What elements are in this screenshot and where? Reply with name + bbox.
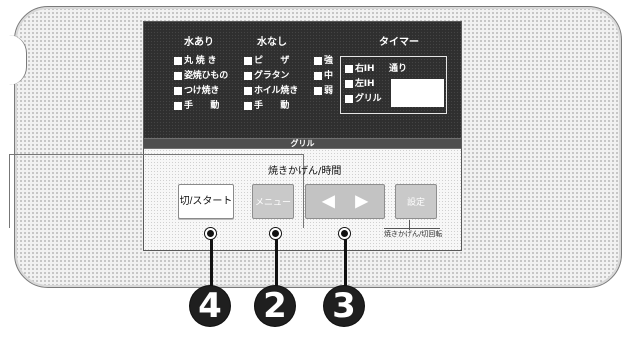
callout-pointer xyxy=(205,228,216,239)
water-item: 丸 焼 き xyxy=(174,56,216,66)
callout-badge: 2 xyxy=(255,286,295,326)
water-item-label: 手 動 xyxy=(184,101,220,111)
water-item: 手 動 xyxy=(174,101,219,111)
callout-badge: 4 xyxy=(190,286,230,326)
callout-badge: 3 xyxy=(324,286,364,326)
timer-header: タイマー xyxy=(379,37,419,48)
water-item-label: つけ焼き xyxy=(184,86,220,96)
no-water-item: グラタン xyxy=(244,71,289,81)
square-icon xyxy=(345,65,353,73)
timer-section-box xyxy=(340,56,447,114)
callout-leader-line xyxy=(210,235,213,289)
setting-sub-label: 焼きかげん/切回転 xyxy=(384,230,443,238)
timer-extra-label: 通り xyxy=(389,64,408,74)
time-adjust-button[interactable]: ◀ ▶ xyxy=(305,184,385,219)
square-icon xyxy=(244,72,252,80)
callout-leader-line xyxy=(275,235,278,289)
square-icon xyxy=(174,72,182,80)
heat-item-label: 弱 xyxy=(324,86,333,96)
square-icon xyxy=(244,87,252,95)
right-arrow-icon: ▶ xyxy=(355,192,368,210)
no-water-item-label: グラタン xyxy=(254,71,290,81)
square-icon xyxy=(174,102,182,110)
water-header: 水あり xyxy=(184,37,214,48)
left-frame-notch xyxy=(0,35,27,85)
square-icon xyxy=(345,80,353,88)
no-water-header: 水なし xyxy=(257,37,287,48)
square-icon xyxy=(174,57,182,65)
no-water-item: 手 動 xyxy=(244,101,289,111)
no-water-item-label: ピ ザ xyxy=(254,56,290,66)
square-icon xyxy=(314,57,322,65)
callout-pointer xyxy=(339,228,350,239)
heat-item: 強 xyxy=(314,56,333,66)
water-item-label: 姿焼ひもの xyxy=(184,71,229,81)
square-icon xyxy=(345,95,353,103)
heat-item: 弱 xyxy=(314,86,333,96)
square-icon xyxy=(314,87,322,95)
timer-item-label: 左IH xyxy=(355,79,375,89)
square-icon xyxy=(244,57,252,65)
time-label: 焼きかげん/時間 xyxy=(268,166,342,177)
no-water-item-label: 手 動 xyxy=(254,101,290,111)
timer-item: 左IH xyxy=(345,79,374,89)
setting-bracket xyxy=(409,220,410,230)
menu-display-area: 水あり 水なし タイマー 丸 焼 き 姿焼ひもの つけ焼き 手 動 ピ xyxy=(144,22,461,138)
left-arrow-icon: ◀ xyxy=(322,192,335,210)
heat-item: 中 xyxy=(314,71,333,81)
grill-section-strip: グリル xyxy=(144,138,461,149)
timer-item-label: 右IH xyxy=(355,64,375,74)
no-water-item-label: ホイル焼き xyxy=(254,86,299,96)
control-frame xyxy=(9,154,304,228)
timer-display xyxy=(391,79,444,107)
water-item: 姿焼ひもの xyxy=(174,71,228,81)
timer-item: グリル xyxy=(345,94,382,104)
square-icon xyxy=(174,87,182,95)
no-water-item: ピ ザ xyxy=(244,56,289,66)
heat-item-label: 中 xyxy=(324,71,333,81)
menu-button[interactable]: メニュー xyxy=(252,184,294,219)
callout-pointer xyxy=(270,228,281,239)
square-icon xyxy=(314,72,322,80)
no-water-item: ホイル焼き xyxy=(244,86,298,96)
timer-item-label: グリル xyxy=(355,94,382,104)
callout-leader-line xyxy=(344,235,347,289)
square-icon xyxy=(244,102,252,110)
water-item: つけ焼き xyxy=(174,86,219,96)
settings-button[interactable]: 設定 xyxy=(395,184,437,219)
start-button[interactable]: 切/スタート xyxy=(178,184,234,219)
grill-section-label: グリル xyxy=(290,139,315,148)
heat-item-label: 強 xyxy=(324,56,333,66)
timer-item: 右IH xyxy=(345,64,374,74)
water-item-label: 丸 焼 き xyxy=(184,56,217,66)
setting-bracket xyxy=(384,228,440,229)
